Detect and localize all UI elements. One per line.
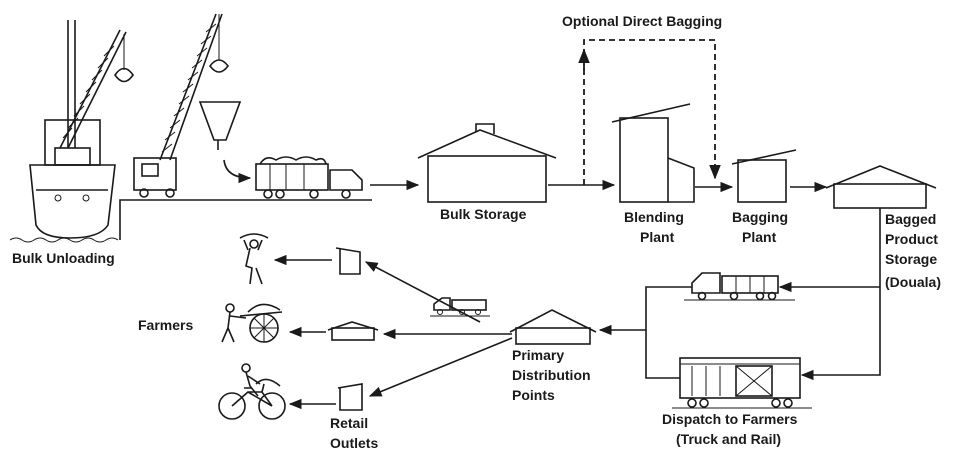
label-optional-direct-bagging: Optional Direct Bagging [562,13,722,29]
bagging-plant-building-icon [732,150,796,202]
primary-distribution-building-icon [510,310,596,344]
farmer-walking-icon [240,234,268,284]
crane-icon [134,14,250,197]
label-primary-line3: Points [512,387,555,403]
retail-outlet-lower-icon [338,384,362,410]
label-dispatch-line1: Dispatch to Farmers [662,411,798,427]
arrow-to-upper-outlet [366,262,480,322]
ship-icon [10,20,133,242]
dispatch-truck-icon [684,273,795,300]
loaded-truck-icon [256,157,362,198]
label-bagged-storage-line1: Bagged [885,211,936,227]
label-blending-plant-line2: Plant [640,229,675,245]
farmer-cart-icon [222,304,282,342]
label-bulk-storage: Bulk Storage [440,206,527,222]
label-blending-plant-line1: Blending [624,209,684,225]
arrow-to-lower-outlet [370,338,512,396]
label-bagged-storage-line4: (Douala) [885,274,941,290]
label-bulk-unloading: Bulk Unloading [12,250,115,266]
label-primary-line2: Distribution [512,367,591,383]
label-retail-line1: Retail [330,415,368,431]
label-bagged-storage-line3: Storage [885,251,937,267]
label-bagging-plant-line2: Plant [742,229,777,245]
storage-to-rail-line [802,208,880,375]
retail-outlet-middle-icon [328,322,378,340]
retail-outlet-upper-icon [336,248,360,274]
bulk-storage-building-icon [418,124,556,202]
quay-line [120,200,372,240]
optional-direct-bagging-path [584,40,715,185]
blending-plant-building-icon [612,104,694,202]
bagged-storage-building-icon [826,166,936,208]
label-primary-line1: Primary [512,347,564,363]
rail-car-icon [672,358,812,408]
label-bagged-storage-line2: Product [885,231,938,247]
label-retail-line2: Outlets [330,435,378,451]
label-farmers: Farmers [138,317,193,333]
farmer-bicycle-icon [219,364,285,419]
label-bagging-plant-line1: Bagging [732,209,788,225]
label-dispatch-line2: (Truck and Rail) [676,431,781,447]
